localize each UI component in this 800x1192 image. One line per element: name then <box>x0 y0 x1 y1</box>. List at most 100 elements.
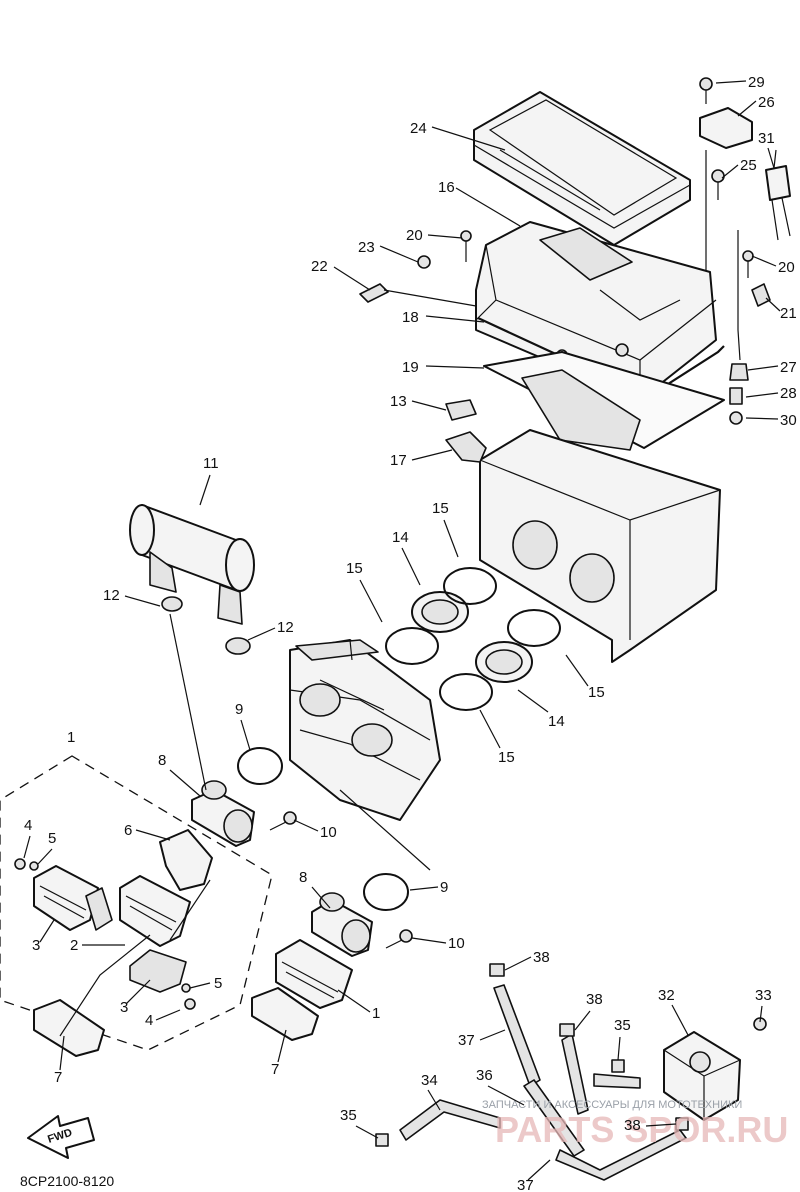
leader-line-c9b <box>409 886 439 891</box>
leader-line-c16 <box>455 187 521 227</box>
screw-4-5 <box>14 858 196 1010</box>
leader-line-c19 <box>425 365 485 369</box>
leader-line-c23 <box>379 245 419 263</box>
leader-line-c8b <box>311 886 331 909</box>
airbox-cover <box>473 91 691 246</box>
leader-line-c37b <box>527 1159 551 1181</box>
callout-label-c14b: 14 <box>548 713 565 730</box>
leader-line-c14b <box>517 689 549 713</box>
leader-line-c12b <box>247 627 276 641</box>
leader-line-c31 <box>767 147 775 169</box>
callout-label-c37a: 37 <box>458 1032 475 1049</box>
callout-label-c8b: 8 <box>299 869 307 886</box>
leader-line-c26 <box>737 100 757 117</box>
manifold-8-right <box>311 892 373 957</box>
forward-arrow-icon: FWD <box>27 1115 95 1159</box>
callout-layer: 2926243125162023202221182719281330171115… <box>23 74 797 1192</box>
leader-line-c21 <box>765 297 781 312</box>
tps-sensor <box>699 77 753 149</box>
leader-line-c38b <box>574 1010 591 1031</box>
switch-unit <box>765 149 791 241</box>
leader-line-c14a <box>401 547 421 586</box>
callout-label-c5a: 5 <box>48 830 56 847</box>
airbox-upper-case <box>475 221 717 401</box>
callout-label-c6: 6 <box>124 822 132 839</box>
carb-joint-14 <box>411 591 533 683</box>
leader-line-c6 <box>135 829 171 841</box>
leader-line-c11 <box>199 474 211 506</box>
callout-label-c24: 24 <box>410 120 427 137</box>
air-duct <box>445 399 477 421</box>
callout-label-c38a: 38 <box>533 949 550 966</box>
reed-valve-left <box>33 865 191 993</box>
leader-line-c37a <box>479 1029 506 1041</box>
callout-label-c28: 28 <box>780 385 797 402</box>
leader-line-c35b <box>355 1125 379 1139</box>
leader-line-c33 <box>759 1005 763 1023</box>
clamp-15 <box>385 567 561 711</box>
callout-label-c22: 22 <box>311 258 328 275</box>
leader-line-c15d <box>479 709 501 749</box>
callout-label-c18: 18 <box>402 309 419 326</box>
callout-label-c1b: 1 <box>372 1005 380 1022</box>
callout-label-c3b: 3 <box>120 999 128 1016</box>
leader-line-c15b <box>359 579 383 623</box>
leader-line-c32 <box>671 1004 689 1036</box>
callout-label-c16: 16 <box>438 179 455 196</box>
callout-label-c35b: 35 <box>340 1107 357 1124</box>
callout-label-c17: 17 <box>390 452 407 469</box>
leader-line-c24 <box>431 126 506 151</box>
callout-label-c27: 27 <box>780 359 797 376</box>
reed-valve-right <box>275 939 353 1009</box>
callout-label-c25: 25 <box>740 157 757 174</box>
callout-label-c15b: 15 <box>346 560 363 577</box>
callout-label-c23: 23 <box>358 239 375 256</box>
callout-label-c33: 33 <box>755 987 772 1004</box>
grommet-27-28-30 <box>729 363 749 425</box>
callout-label-c4a: 4 <box>24 817 32 834</box>
leader-line-c38c <box>645 1123 677 1127</box>
airbox-lower-case <box>445 369 721 663</box>
fuel-pump <box>663 1017 767 1121</box>
callout-label-c36: 36 <box>476 1067 493 1084</box>
manifold-8-left <box>191 780 255 847</box>
joint-6 <box>159 829 213 891</box>
callout-label-c37b: 37 <box>517 1177 534 1192</box>
callout-label-c38b: 38 <box>586 991 603 1008</box>
callout-label-c29: 29 <box>748 74 765 91</box>
clamp-9 <box>237 747 409 911</box>
callout-label-c2: 2 <box>70 937 78 954</box>
carburetor-assembly <box>289 639 441 821</box>
callout-label-c14a: 14 <box>392 529 409 546</box>
callout-label-c9a: 9 <box>235 701 243 718</box>
leader-line-c12a <box>124 595 161 607</box>
leader-line-c7b <box>277 1029 287 1063</box>
leader-line-c5b <box>189 982 211 989</box>
callout-label-c12a: 12 <box>103 587 120 604</box>
fuel-hoses <box>375 963 689 1181</box>
leader-line-c25 <box>721 164 739 179</box>
callout-label-c1a: 1 <box>67 729 75 746</box>
callout-label-c26: 26 <box>758 94 775 111</box>
callout-label-c13: 13 <box>390 393 407 410</box>
leader-line-c28 <box>745 392 779 398</box>
leader-line-c3b <box>125 979 151 1005</box>
callout-label-c15d: 15 <box>498 749 515 766</box>
callout-label-c20b: 20 <box>778 259 795 276</box>
callout-label-c8a: 8 <box>158 752 166 769</box>
leader-line-c29 <box>715 80 747 84</box>
diagram-code: 8CP2100-8120 <box>20 1173 114 1189</box>
callout-label-c10b: 10 <box>448 935 465 952</box>
leader-line-c38a <box>504 956 532 971</box>
bolt-25 <box>711 169 725 200</box>
callout-label-c11: 11 <box>203 455 219 472</box>
watermark-brand: PARTS SPOR.RU <box>495 1109 788 1150</box>
callout-label-c38c: 38 <box>624 1117 641 1134</box>
leader-line-c9a <box>240 719 251 751</box>
leader-line-c34 <box>427 1089 441 1111</box>
leader-line-c17 <box>411 449 453 461</box>
callout-label-c7b: 7 <box>271 1061 279 1078</box>
leader-line-c4b <box>155 1009 181 1021</box>
